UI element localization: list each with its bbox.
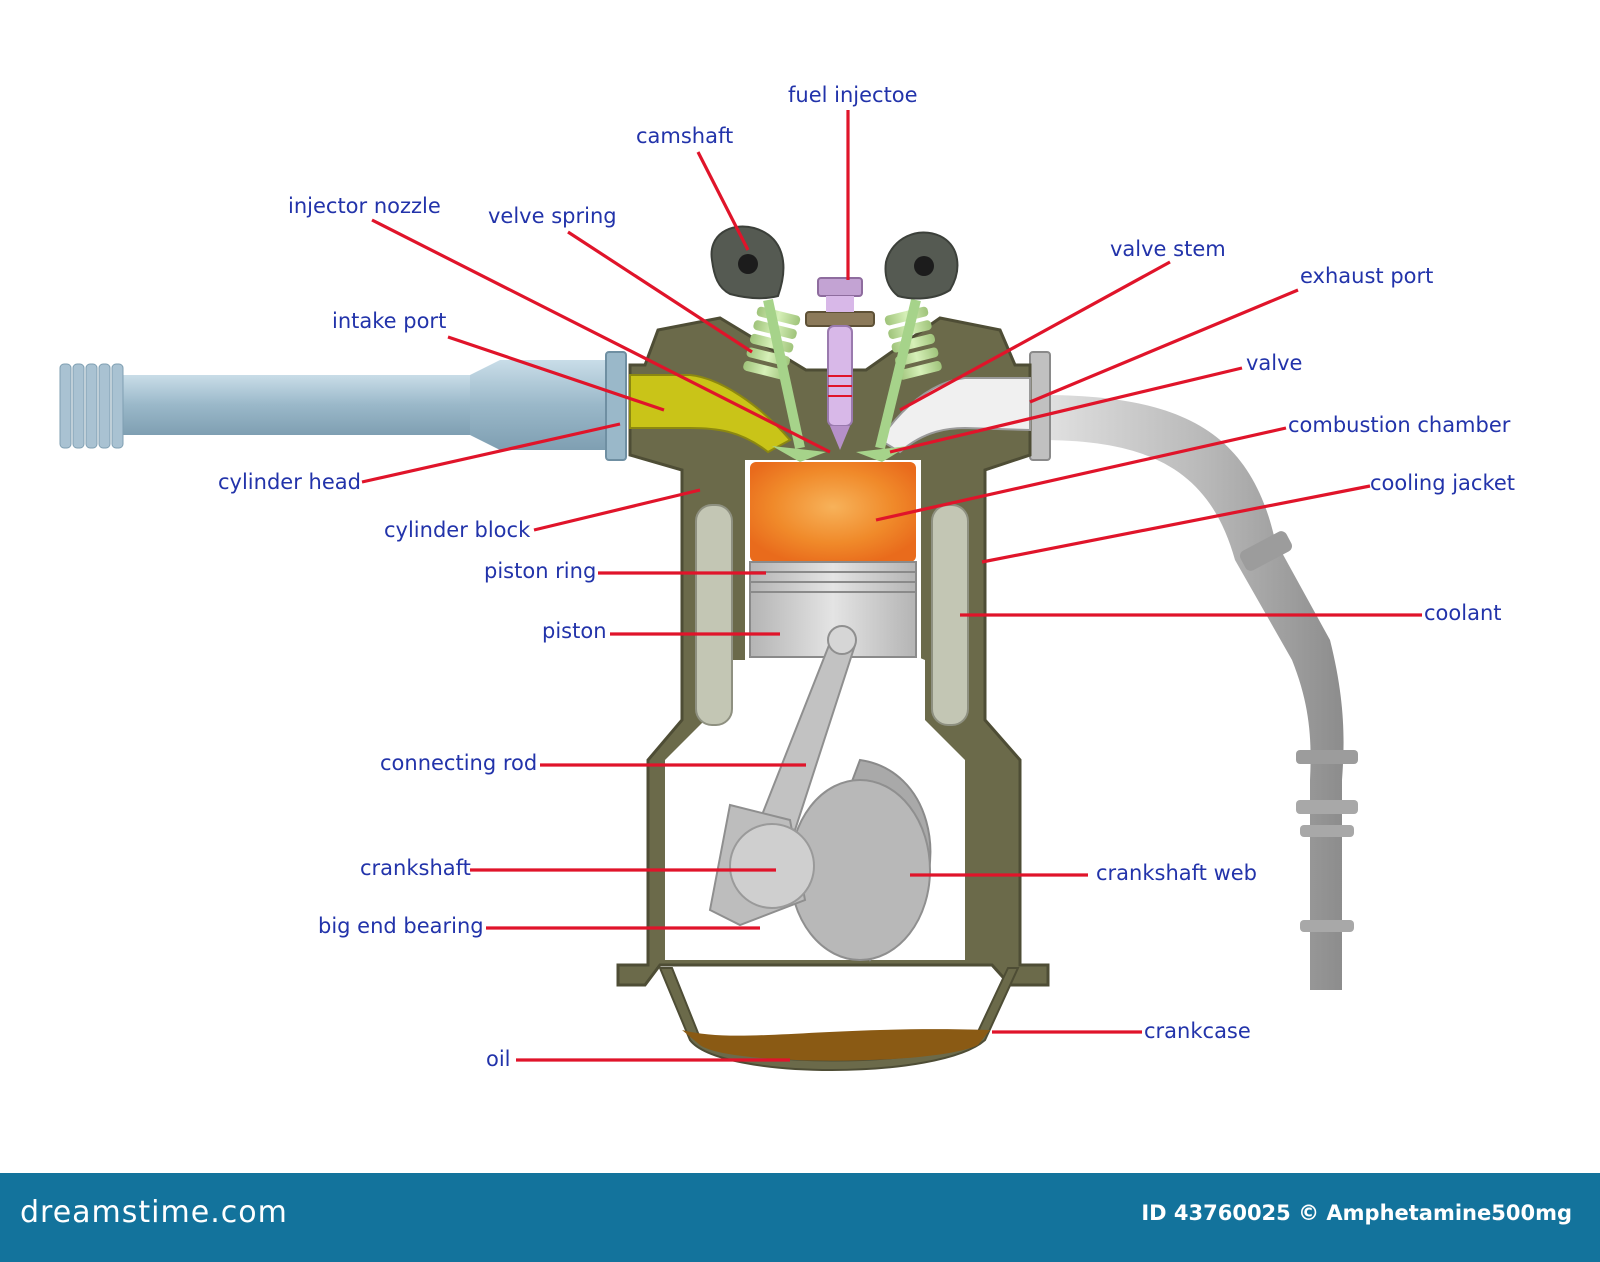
combustion-chamber: [750, 462, 916, 562]
label-exhaust-port: exhaust port: [1300, 264, 1433, 288]
label-connecting-rod: connecting rod: [380, 751, 537, 775]
label-fuel-injector: fuel injectoe: [788, 83, 918, 107]
label-valve-stem: valve stem: [1110, 237, 1226, 261]
label-crankshaft: crankshaft: [360, 856, 471, 880]
fuel-injector: [805, 277, 875, 450]
label-valve-spring: velve spring: [488, 204, 617, 228]
leader-lines: [361, 110, 1422, 1062]
label-piston-ring: piston ring: [484, 559, 596, 583]
label-crankcase: crankcase: [1144, 1019, 1251, 1043]
label-cooling-jacket: cooling jacket: [1370, 471, 1515, 495]
label-coolant: coolant: [1424, 601, 1502, 625]
camshafts: [710, 225, 959, 300]
label-big-end-bearing: big end bearing: [318, 914, 484, 938]
label-valve: valve: [1246, 351, 1302, 375]
labels: fuel injectoe camshaft injector nozzle v…: [218, 83, 1515, 1071]
label-injector-nozzle: injector nozzle: [288, 194, 441, 218]
label-cylinder-head: cylinder head: [218, 470, 361, 494]
coolant-jackets: [695, 504, 969, 726]
label-crankshaft-web: crankshaft web: [1096, 861, 1257, 885]
footer-brand: dreamstime.com: [20, 1195, 288, 1230]
label-cylinder-block: cylinder block: [384, 518, 531, 542]
label-camshaft: camshaft: [636, 124, 733, 148]
footer-credit: ID 43760025 © Amphetamine500mg: [1141, 1201, 1572, 1225]
engine-diagram: fuel injectoe camshaft injector nozzle v…: [59, 83, 1515, 1071]
watermark-footer: dreamstime.com ID 43760025 © Amphetamine…: [0, 1173, 1600, 1262]
intake-port: [629, 374, 792, 454]
crankshaft-assembly: [708, 625, 932, 962]
intake-pipe: [59, 351, 627, 461]
label-piston: piston: [542, 619, 607, 643]
oil: [682, 1029, 990, 1061]
label-oil: oil: [486, 1047, 511, 1071]
exhaust-pipe: [1029, 351, 1358, 990]
label-intake-port: intake port: [332, 309, 446, 333]
label-combustion-chamber: combustion chamber: [1288, 413, 1511, 437]
